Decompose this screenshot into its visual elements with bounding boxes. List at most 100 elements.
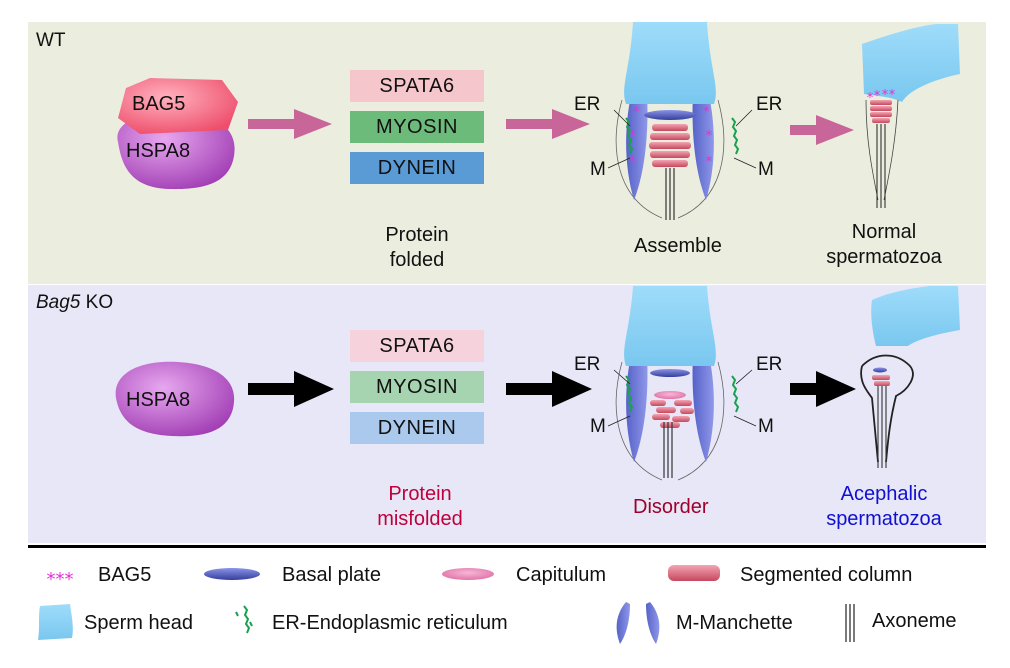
wt-normal-sperm: ****: [862, 24, 960, 208]
dynein-box-wt: DYNEIN: [350, 152, 484, 184]
disorder-label: Disorder: [633, 496, 709, 518]
manchette-outline-wt: [615, 99, 725, 219]
m-pointer-left-ko: [607, 415, 631, 427]
er-pointer-left-ko: [613, 369, 631, 385]
er-label-right-ko: ER: [756, 354, 783, 375]
svg-text:*: *: [629, 154, 636, 170]
axoneme-wt: [665, 168, 675, 220]
protein-folded-line2: folded: [389, 249, 445, 271]
acephalic-outline: [860, 354, 914, 463]
segmented-column-wt: [649, 124, 691, 167]
er-right-wt: [731, 117, 740, 155]
svg-text:*: *: [706, 128, 713, 144]
pink-arrow-3: [790, 115, 854, 145]
legend-capitulum-icon: [442, 568, 494, 580]
normal-spermatozoa-caption: Normal spermatozoa: [812, 220, 956, 270]
ko-title-gene: Bag5: [36, 292, 81, 313]
m-label-right-ko: M: [758, 416, 774, 437]
m-pointer-right-ko: [733, 415, 757, 427]
svg-text:*: *: [629, 128, 636, 144]
black-arrow-1: [248, 371, 334, 407]
acephalic-spermatozoa-caption: Acephalic spermatozoa: [812, 482, 956, 532]
legend-segmented-column-icon: [668, 565, 720, 581]
segmented-column-normal: [870, 100, 892, 123]
manchette-outline-ko: [615, 361, 725, 481]
legend-basal-plate-icon: [204, 568, 260, 580]
ko-panel-title: Bag5 KO: [36, 292, 113, 314]
wt-panel-title: WT: [36, 30, 66, 51]
ko-disorder-structure: [607, 286, 757, 481]
spata6-box-wt: SPATA6: [350, 70, 484, 102]
myosin-box-wt: MYOSIN: [350, 111, 484, 143]
er-pointer-left-wt: [613, 109, 631, 127]
m-pointer-left-wt: [607, 157, 631, 169]
m-pointer-right-wt: [733, 157, 757, 169]
sperm-head-acephalic: [871, 286, 960, 346]
myosin-box-ko: MYOSIN: [350, 371, 484, 403]
svg-text:*: *: [706, 154, 713, 170]
bag5-marks-wt: *** ***: [629, 104, 713, 170]
hspa8-blob-ko: [115, 361, 235, 437]
normal-line2: spermatozoa: [826, 246, 942, 268]
sperm-head-ko: [624, 286, 716, 366]
bag5-blob-wt: [118, 78, 238, 134]
er-label-left-ko: ER: [574, 354, 601, 375]
protein-misfolded-line1: Protein: [388, 483, 452, 505]
legend-axoneme-icon: [845, 604, 855, 642]
er-right-ko: [731, 375, 740, 413]
black-arrow-3: [790, 371, 856, 407]
er-left-ko: [625, 375, 634, 413]
svg-text:*: *: [882, 88, 889, 103]
svg-text:*: *: [867, 91, 874, 106]
ko-title-rest: KO: [80, 292, 114, 313]
pink-arrow-1: [248, 109, 332, 139]
wt-assemble-structure: *** ***: [607, 22, 757, 220]
er-label-left-wt: ER: [574, 94, 601, 115]
legend-bag5-label: BAG5: [98, 564, 152, 586]
legend-capitulum-label: Capitulum: [516, 564, 607, 586]
legend-manchette-label: M-Manchette: [676, 612, 793, 634]
m-label-left-ko: M: [590, 416, 606, 437]
normal-outline: [865, 99, 899, 201]
er-pointer-right-ko: [735, 369, 753, 385]
legend-divider: [28, 545, 986, 548]
er-pointer-right-wt: [735, 109, 753, 127]
m-label-right-wt: M: [758, 159, 774, 180]
hspa8-label-wt: HSPA8: [126, 140, 191, 162]
legend-manchette-icon: [616, 602, 660, 644]
svg-text:*: *: [874, 89, 881, 104]
legend-er-icon: [235, 605, 253, 634]
svg-text:*: *: [703, 104, 710, 120]
er-label-right-wt: ER: [756, 94, 783, 115]
protein-misfolded-line2: misfolded: [377, 508, 463, 530]
acephalic-line1: Acephalic: [840, 483, 928, 505]
legend-axoneme-label: Axoneme: [872, 610, 957, 632]
capitulum-ko: [654, 391, 686, 399]
sperm-head-normal: [862, 24, 960, 102]
protein-folded-caption: Protein folded: [367, 223, 467, 273]
hspa8-label-ko: HSPA8: [126, 389, 191, 411]
protein-folded-line1: Protein: [385, 224, 449, 246]
sperm-head-wt: [624, 22, 716, 104]
basal-plate-ko: [650, 369, 690, 377]
legend-segmented-column-label: Segmented column: [740, 564, 913, 586]
ko-acephalic-sperm: [860, 286, 960, 468]
protein-misfolded-caption: Protein misfolded: [362, 482, 478, 532]
pink-arrow-2: [506, 109, 590, 139]
legend-er-label: ER-Endoplasmic reticulum: [272, 612, 508, 634]
acephalic-line2: spermatozoa: [826, 508, 942, 530]
er-left-wt: [625, 117, 634, 155]
legend-bag5-symbol: ***: [47, 569, 74, 590]
black-arrow-2: [506, 371, 592, 407]
assemble-label: Assemble: [634, 235, 722, 257]
svg-text:*: *: [889, 88, 896, 103]
spata6-box-ko: SPATA6: [350, 330, 484, 362]
basal-plate-wt: [644, 110, 696, 120]
segmented-column-ko: [650, 400, 694, 428]
bag5-label-wt: BAG5: [132, 93, 186, 115]
legend-sperm-head-icon: [38, 604, 73, 640]
legend-basal-plate-label: Basal plate: [282, 564, 381, 586]
normal-line1: Normal: [851, 221, 917, 243]
legend-sperm-head-label: Sperm head: [84, 612, 193, 634]
